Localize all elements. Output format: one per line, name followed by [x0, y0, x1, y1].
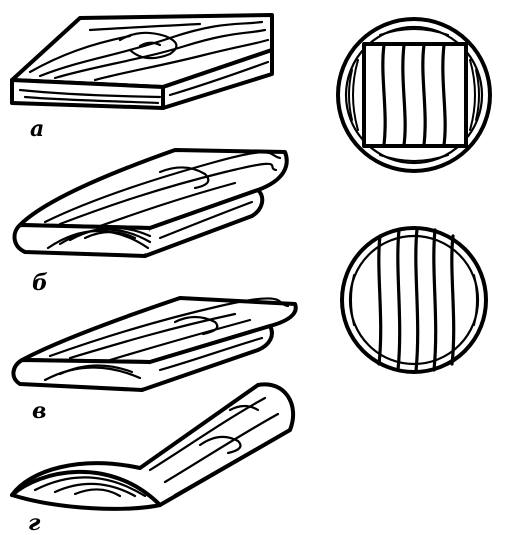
board-a [12, 15, 272, 108]
label-g: г [28, 510, 41, 535]
label-b: б [32, 270, 48, 296]
board-g [12, 384, 293, 509]
label-a: а [30, 116, 44, 142]
board-b [15, 150, 287, 256]
board-v [13, 298, 295, 390]
log-b-outer-ring [342, 228, 486, 372]
log-section-square-cut [338, 19, 490, 171]
label-v: в [32, 398, 46, 424]
board-g-body [12, 384, 293, 509]
log-section-through-cut [342, 228, 486, 372]
log-a-square-cant [364, 44, 466, 146]
